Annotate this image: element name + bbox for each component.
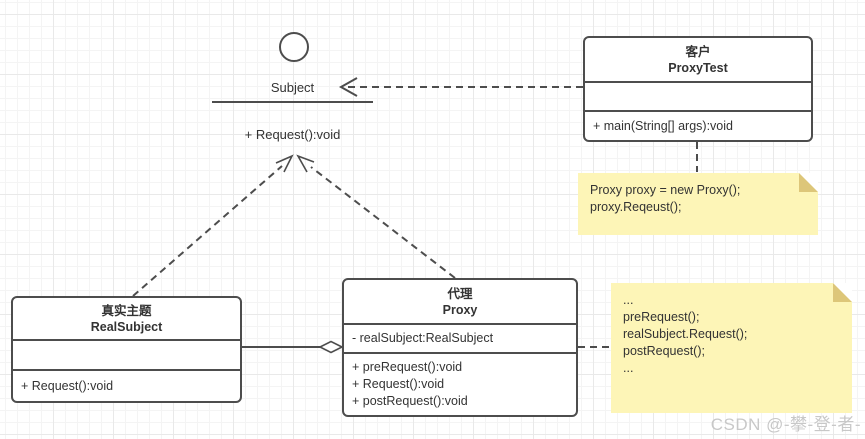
interface-circle-icon — [279, 32, 309, 62]
class-proxytest-title-en: ProxyTest — [668, 60, 728, 75]
class-proxy-title-en: Proxy — [442, 302, 478, 317]
class-proxy-method: + Request():void — [352, 377, 445, 391]
class-proxy: 代理 Proxy - realSubject:RealSubject + pre… — [342, 278, 578, 417]
class-realsubject-title: 真实主题 RealSubject — [13, 298, 240, 339]
class-proxy-methods: + preRequest():void + Request():void + p… — [344, 352, 576, 415]
note-line: ... — [623, 293, 634, 307]
note-line: realSubject.Request(); — [623, 327, 748, 341]
class-realsubject-methods: + Request():void — [13, 369, 240, 401]
interface-subject-label: Subject — [270, 80, 315, 95]
aggregation-diamond-icon — [318, 340, 344, 354]
realization-line-realsubject — [132, 165, 283, 297]
class-proxytest-title: 客户 ProxyTest — [585, 38, 811, 81]
class-proxy-method: + preRequest():void — [352, 360, 463, 374]
class-proxy-attribute: - realSubject:RealSubject — [352, 331, 494, 345]
class-proxytest: 客户 ProxyTest + main(String[] args):void — [583, 36, 813, 142]
class-realsubject: 真实主题 RealSubject + Request():void — [11, 296, 242, 403]
note-line: postRequest(); — [623, 344, 705, 358]
class-proxytest-method: + main(String[] args):void — [593, 118, 733, 133]
realization-line-proxy — [310, 166, 456, 279]
class-proxy-method: + postRequest():void — [352, 394, 468, 408]
class-realsubject-title-en: RealSubject — [90, 319, 163, 334]
note-line: proxy.Reqeust(); — [590, 200, 682, 214]
class-realsubject-title-cn: 真实主题 — [101, 303, 152, 318]
note-line: Proxy proxy = new Proxy(); — [590, 183, 741, 197]
csdn-watermark: CSDN @-攀-登-者- — [710, 415, 861, 434]
dependency-arrowhead-icon — [338, 77, 358, 97]
note-request-impl: ... preRequest(); realSubject.Request();… — [611, 283, 852, 413]
class-proxy-title: 代理 Proxy — [344, 280, 576, 323]
note-client-code: Proxy proxy = new Proxy(); proxy.Reqeust… — [578, 173, 818, 235]
class-proxy-title-cn: 代理 — [447, 286, 473, 301]
class-realsubject-method: + Request():void — [21, 378, 114, 393]
class-proxy-attributes: - realSubject:RealSubject — [344, 323, 576, 352]
class-realsubject-attributes-empty — [13, 339, 240, 369]
note-line: ... — [623, 361, 634, 375]
interface-subject-method: + Request():void — [244, 127, 341, 142]
class-proxytest-attributes-empty — [585, 81, 811, 110]
class-proxytest-methods: + main(String[] args):void — [585, 110, 811, 140]
realization-arrowhead-left-icon — [275, 154, 294, 173]
realization-arrowhead-right-icon — [296, 154, 315, 173]
note-line: preRequest(); — [623, 310, 700, 324]
class-proxytest-title-cn: 客户 — [685, 44, 711, 59]
